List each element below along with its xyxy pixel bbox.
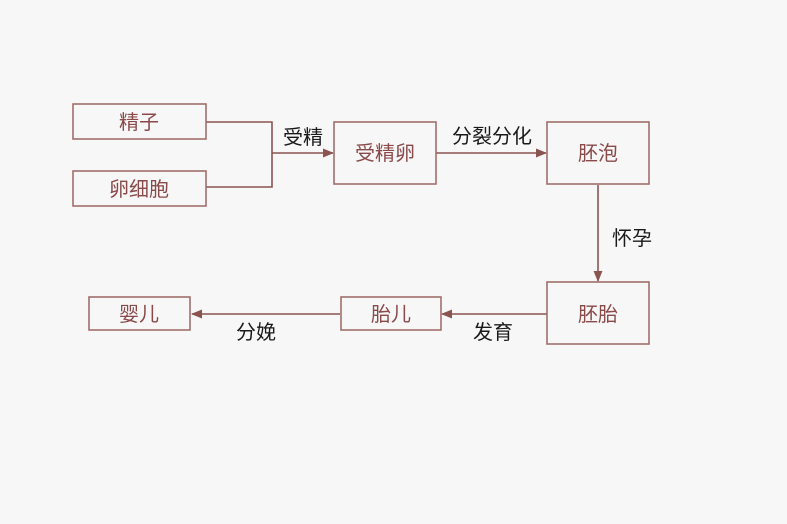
node-blastocyst-label: 胚泡 — [578, 141, 618, 165]
node-zygote-label: 受精卵 — [355, 141, 415, 165]
node-embryo: 胚胎 — [546, 281, 650, 345]
node-fetus-label: 胎儿 — [371, 302, 411, 326]
node-blastocyst: 胚泡 — [546, 121, 650, 185]
edge-label-fertilization: 受精 — [283, 125, 323, 149]
node-fetus: 胎儿 — [340, 296, 442, 331]
connectors — [190, 121, 603, 319]
node-infant: 婴儿 — [88, 296, 191, 331]
node-sperm: 精子 — [72, 103, 207, 140]
node-egg-label: 卵细胞 — [109, 177, 169, 201]
connector-egg — [206, 153, 273, 188]
edge-label-delivery: 分娩 — [236, 320, 276, 344]
node-zygote: 受精卵 — [333, 121, 437, 185]
node-embryo-label: 胚胎 — [578, 302, 618, 326]
node-infant-label: 婴儿 — [119, 302, 159, 326]
connector-sperm — [206, 121, 273, 153]
node-egg: 卵细胞 — [72, 170, 207, 207]
edge-label-division: 分裂分化 — [452, 124, 532, 148]
node-sperm-label: 精子 — [119, 110, 159, 134]
edge-label-development: 发育 — [473, 320, 513, 344]
edge-label-pregnancy: 怀孕 — [612, 226, 652, 250]
